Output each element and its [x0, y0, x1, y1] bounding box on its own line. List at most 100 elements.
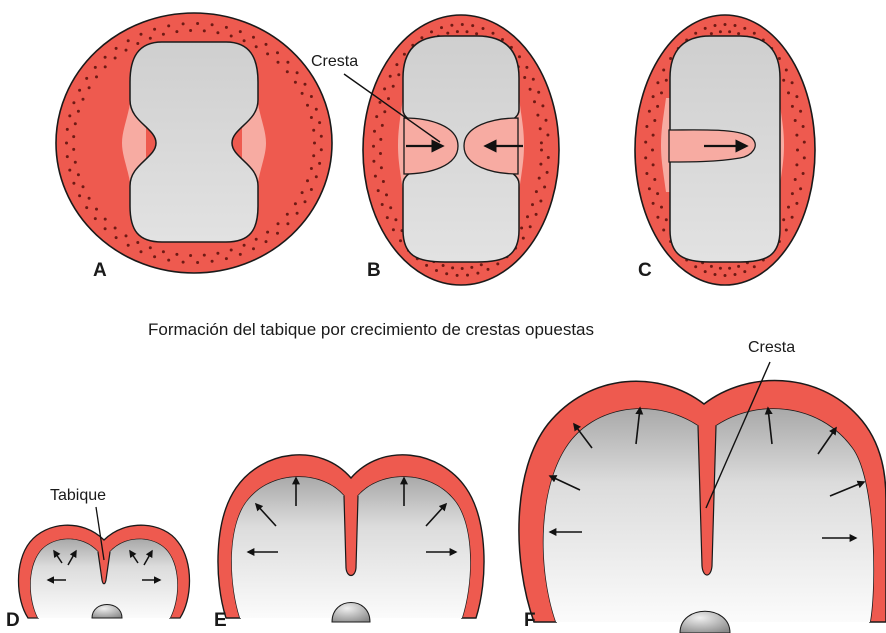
cresta-label-bottom: Cresta — [748, 339, 795, 356]
wall-dot — [77, 173, 80, 176]
wall-dot — [540, 149, 543, 152]
wall-dot — [791, 216, 794, 219]
wall-dot — [140, 33, 143, 36]
wall-dot — [526, 215, 529, 218]
panel-b: B — [363, 15, 559, 285]
wall-dot — [535, 213, 538, 216]
wall-dot — [734, 273, 737, 276]
wall-dot — [523, 76, 526, 79]
wall-dot — [522, 237, 525, 240]
wall-dot — [543, 186, 546, 189]
wall-dot — [537, 91, 540, 94]
wall-dot — [372, 160, 375, 163]
wall-dot — [539, 200, 542, 203]
wall-dot — [652, 163, 655, 166]
wall-dot — [78, 194, 81, 197]
panel-c: C — [635, 15, 815, 285]
figure-caption: Formación del tabique por crecimiento de… — [148, 320, 594, 339]
wall-dot — [734, 24, 737, 27]
wall-dot — [653, 119, 656, 122]
wall-dot — [660, 91, 663, 94]
wall-dot — [211, 260, 214, 263]
wall-dot — [520, 227, 523, 230]
wall-dot — [535, 190, 538, 193]
wall-dot — [162, 250, 165, 253]
wall-dot — [399, 239, 402, 242]
wall-dot — [167, 24, 170, 27]
wall-dot — [320, 148, 323, 151]
wall-dot — [719, 267, 722, 270]
wall-dot — [546, 171, 549, 174]
wall-dot — [306, 104, 309, 107]
wall-dot — [778, 57, 781, 60]
wall-dot — [115, 47, 118, 50]
wall-dot — [66, 128, 69, 131]
wall-dot — [518, 55, 521, 58]
wall-dot — [710, 32, 713, 35]
wall-dot — [140, 250, 143, 253]
wall-dot — [645, 125, 648, 128]
wall-dot — [782, 218, 785, 221]
tabique-label: Tabique — [50, 487, 106, 504]
wall-dot — [196, 22, 199, 25]
wall-dot — [318, 121, 321, 124]
wall-dot — [82, 98, 85, 101]
wall-dot — [539, 127, 542, 130]
wall-dot — [737, 265, 740, 268]
wall-dot — [665, 218, 668, 221]
wall-dot — [312, 129, 315, 132]
wall-dot — [392, 85, 395, 88]
wall-dot — [648, 187, 651, 190]
wall-dot — [442, 264, 445, 267]
wall-dot — [153, 28, 156, 31]
panel-e: E — [214, 455, 484, 631]
wall-dot — [662, 69, 665, 72]
wall-dot — [294, 202, 297, 205]
wall-dot — [461, 23, 464, 26]
wall-dot — [386, 216, 389, 219]
wall-dot — [88, 86, 91, 89]
wall-dot — [286, 222, 289, 225]
wall-dot — [728, 267, 731, 270]
wall-dot — [719, 30, 722, 33]
wall-dot — [803, 141, 806, 144]
wall-dot — [529, 225, 532, 228]
wall-dot — [252, 36, 255, 39]
wall-dot — [743, 27, 746, 30]
wall-dot — [230, 249, 233, 252]
wall-dot — [153, 255, 156, 258]
wall-dot — [791, 192, 794, 195]
wall-dot — [239, 30, 242, 33]
wall-dot — [648, 110, 651, 113]
wall-dot — [787, 206, 790, 209]
wall-dot — [536, 114, 539, 117]
panel-e-septum — [344, 496, 358, 576]
wall-dot — [255, 45, 258, 48]
wall-dot — [182, 261, 185, 264]
wall-dot — [795, 95, 798, 98]
wall-dot — [286, 70, 289, 73]
wall-dot — [85, 206, 88, 209]
wall-dot — [167, 259, 170, 262]
wall-dot — [383, 110, 386, 113]
wall-dot — [301, 92, 304, 95]
wall-dot — [277, 61, 280, 64]
wall-dot — [644, 141, 647, 144]
wall-dot — [127, 39, 130, 42]
wall-dot — [104, 65, 107, 68]
wall-dot — [541, 104, 544, 107]
wall-dot — [175, 253, 178, 256]
wall-dot — [216, 252, 219, 255]
wall-dot — [74, 122, 77, 125]
wall-dot — [787, 91, 790, 94]
wall-dot — [88, 197, 91, 200]
wall-dot — [724, 23, 727, 26]
wall-dot — [803, 156, 806, 159]
wall-dot — [387, 97, 390, 100]
wall-dot — [252, 247, 255, 250]
wall-dot — [656, 192, 659, 195]
wall-dot — [392, 228, 395, 231]
wall-dot — [230, 35, 233, 38]
panel-b-label: B — [367, 260, 381, 281]
